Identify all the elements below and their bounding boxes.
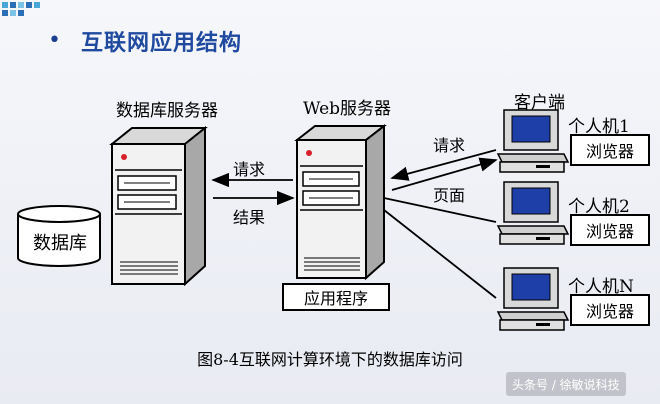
page-label: 页面: [433, 186, 466, 205]
pc-icon: [496, 181, 570, 245]
link-pcn: [383, 209, 497, 299]
watermark: 头条号 / 徐敏说科技: [506, 372, 626, 396]
browser-label: 浏览器: [585, 302, 634, 321]
link-pc2: [383, 197, 497, 223]
page-arrow: [391, 157, 498, 191]
browser-box: 浏览器: [570, 134, 650, 166]
app-box: 应用程序: [282, 283, 390, 311]
web-server-icon: [294, 123, 387, 281]
browser-box: 浏览器: [570, 294, 650, 326]
request-arrow-right: [390, 149, 497, 181]
request-label-right: 请求: [433, 136, 466, 155]
result-label: 结果: [233, 208, 266, 227]
request-label-left: 请求: [233, 160, 266, 179]
pc-name: 个人机2: [568, 197, 630, 217]
database-label: 数据库: [33, 233, 87, 254]
browser-label: 浏览器: [585, 142, 634, 161]
client-label: 客户端: [514, 93, 565, 113]
slide-heading: • 互联网应用结构: [48, 22, 242, 60]
corner-decoration: [0, 0, 54, 22]
pc-icon: [496, 109, 570, 173]
browser-box: 浏览器: [570, 214, 650, 246]
db-server-icon: [109, 125, 208, 287]
pc-name: 个人机1: [568, 117, 630, 137]
pc-icon: [496, 267, 570, 331]
web-server-label: Web服务器: [303, 99, 392, 119]
database-cylinder: [17, 205, 101, 267]
db-server-label: 数据库服务器: [116, 101, 218, 121]
slide-title: 互联网应用结构: [80, 31, 242, 56]
pc-name: 个人机N: [568, 277, 634, 297]
browser-label: 浏览器: [585, 222, 634, 241]
app-label: 应用程序: [303, 289, 368, 308]
bullet: •: [48, 28, 61, 53]
figure-caption: 图8-4互联网计算环境下的数据库访问: [197, 350, 463, 369]
